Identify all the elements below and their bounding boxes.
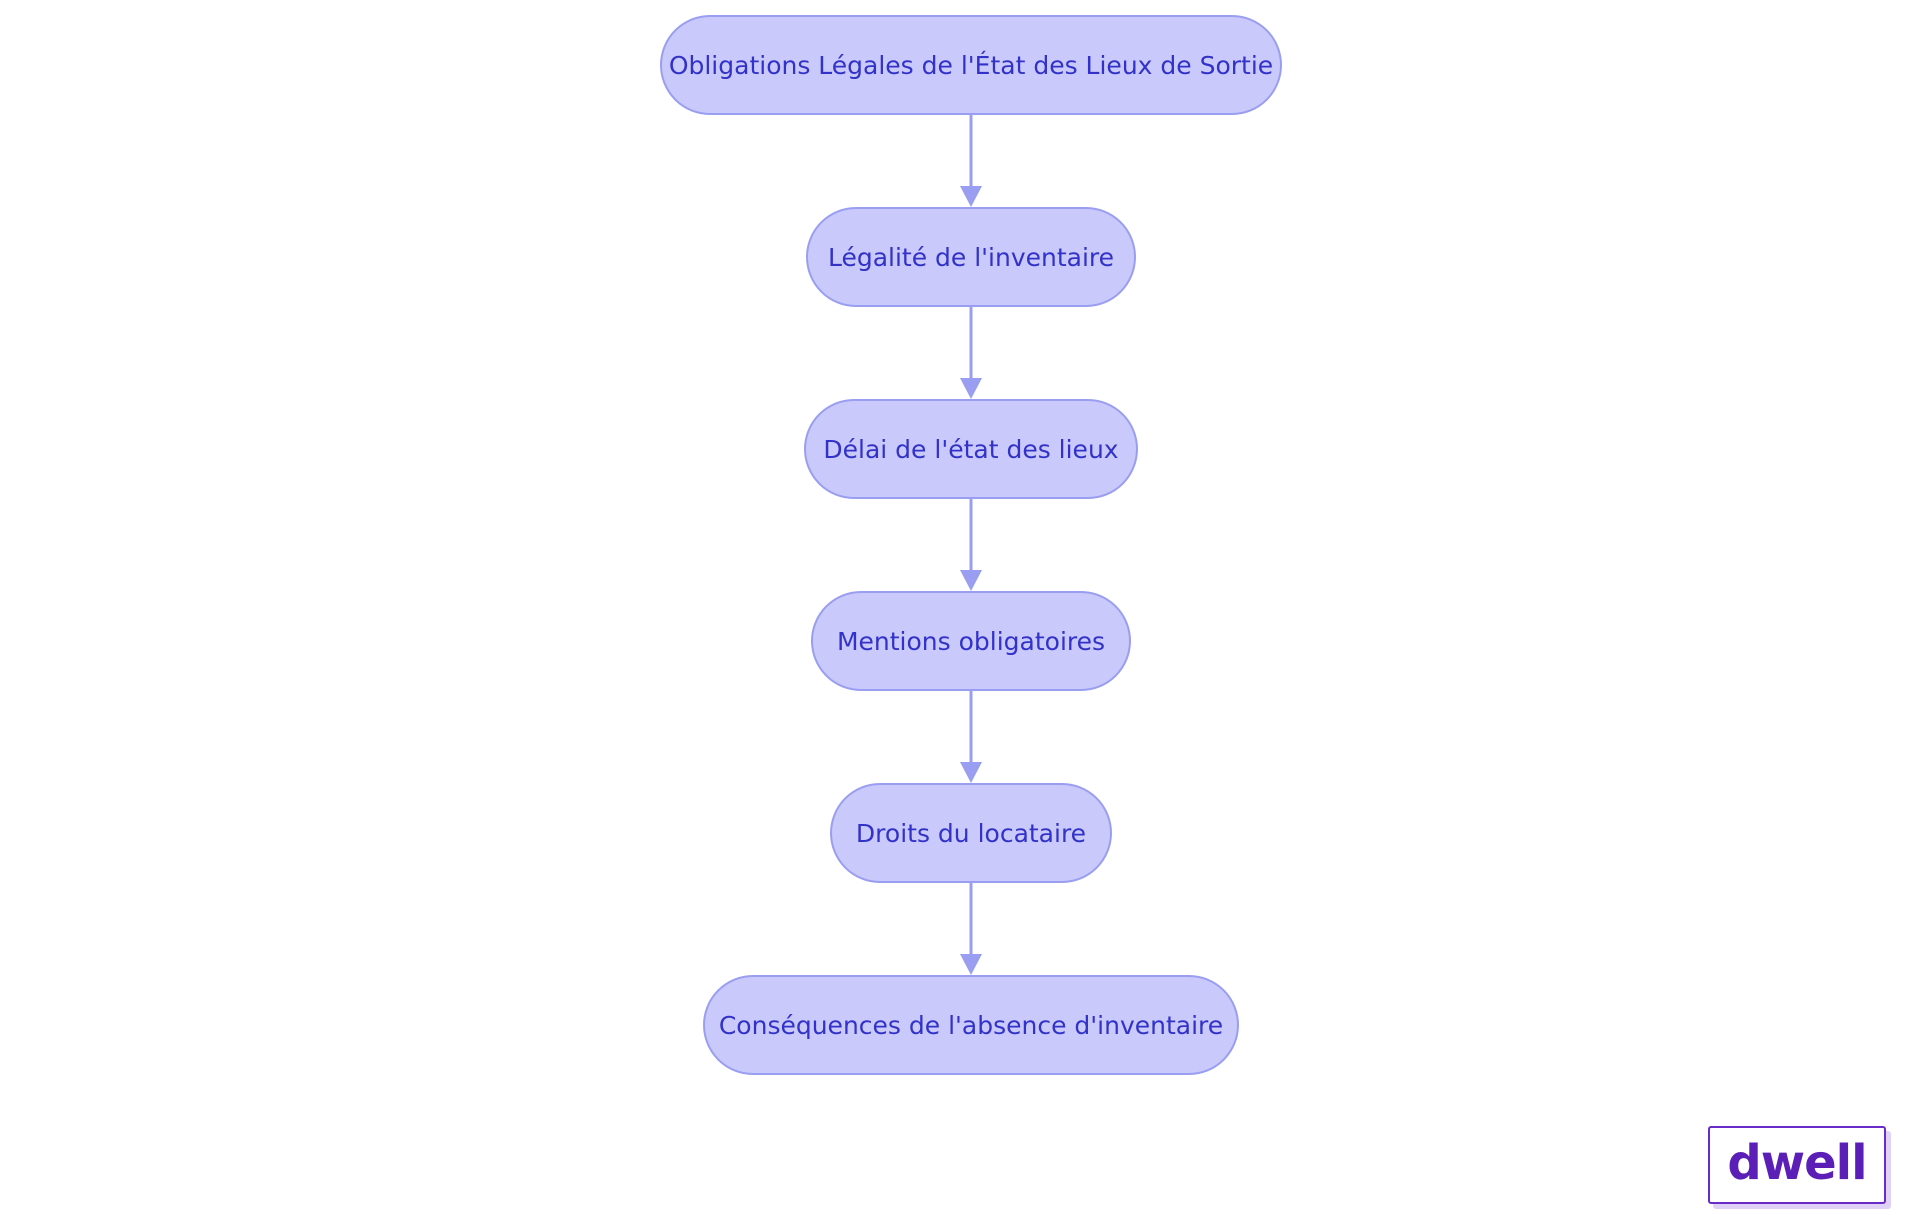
edge-arrowhead: [960, 186, 982, 207]
logo-text: dwell: [1727, 1135, 1867, 1191]
edge-arrowhead: [960, 762, 982, 783]
dwell-logo: dwell: [1708, 1126, 1886, 1204]
node-label: Conséquences de l'absence d'inventaire: [718, 1010, 1224, 1040]
node-label: Délai de l'état des lieux: [823, 434, 1119, 464]
node-consequences-missing-inventory: Conséquences de l'absence d'inventaire: [703, 975, 1239, 1075]
node-label: Mentions obligatoires: [836, 626, 1106, 656]
node-inventory-deadline: Délai de l'état des lieux: [804, 399, 1138, 499]
node-label: Droits du locataire: [855, 818, 1087, 848]
edge-arrowhead: [960, 378, 982, 399]
node-exit-inventory-legal-obligations: Obligations Légales de l'État des Lieux …: [660, 15, 1282, 115]
node-label: Obligations Légales de l'État des Lieux …: [668, 50, 1274, 80]
edge-arrowhead: [960, 570, 982, 591]
node-mandatory-mentions: Mentions obligatoires: [811, 591, 1131, 691]
node-label: Légalité de l'inventaire: [827, 242, 1115, 272]
edge-arrowhead: [960, 954, 982, 975]
node-inventory-legality: Légalité de l'inventaire: [806, 207, 1136, 307]
node-tenant-rights: Droits du locataire: [830, 783, 1112, 883]
